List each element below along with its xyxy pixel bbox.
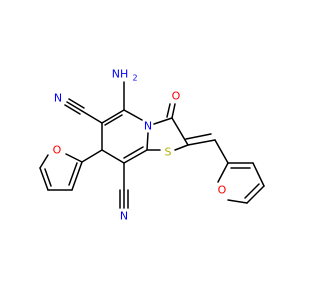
amino-subscript-text: 2	[132, 74, 137, 83]
bond-c3-o	[171, 103, 176, 119]
bond-furanR-c2-o	[217, 162, 229, 183]
bond-furanL-c3-c2-double	[68, 162, 78, 186]
structure-svg: NH 2 N S O N N O O	[39, 68, 265, 223]
bond-c5-c6-double	[104, 114, 123, 126]
bond-c8a-n4	[146, 132, 149, 151]
bond-ch-furan	[214, 139, 229, 164]
bond-c5-c6	[101, 109, 125, 124]
amino-label: NH 2	[112, 68, 138, 83]
bond-c6-cn	[81, 110, 103, 124]
bond-c7-furan	[81, 149, 103, 163]
bond-c8-c8a-double	[123, 146, 144, 159]
bond-furanL-c2-o	[65, 153, 83, 163]
bond-cn-left-b	[64, 104, 81, 115]
bond-c7-c8	[101, 149, 125, 164]
bond-n4-c3	[153, 117, 173, 125]
bond-cn-left-c	[68, 98, 85, 109]
bond-furanL-c3-c2	[71, 161, 83, 191]
bond-cn-left-a	[66, 101, 83, 112]
bond-furanL-c5-c4	[39, 167, 49, 191]
molecule-diagram: NH 2 N S O N N O O	[39, 68, 265, 223]
bond-furanR-c5-c4-double	[244, 183, 260, 199]
bond-c3-c2	[171, 117, 189, 146]
bond-c2-ch-double	[185, 133, 212, 140]
nitrile-left-nitrogen-label: N	[54, 92, 62, 105]
bond-c2-ch	[187, 139, 216, 146]
bond-c3-o-double	[166, 103, 171, 118]
furan-left-oxygen-label: O	[53, 144, 62, 157]
bond-c8-c8a	[123, 149, 148, 164]
nitrile-bottom-nitrogen-label: N	[120, 210, 128, 223]
bond-furanR-c4-c3	[252, 162, 265, 187]
bond-furanL-c5-c4-double	[44, 168, 52, 187]
bond-furanR-o-c5	[227, 199, 248, 204]
bond-furanR-c5-c4	[246, 185, 265, 204]
bond-c2-s1	[174, 144, 189, 151]
amino-nh-text: NH	[112, 68, 129, 81]
ring-nitrogen-label: N	[144, 120, 152, 133]
ring-sulfur-label: S	[165, 146, 172, 159]
bond-furanL-o-c5	[39, 154, 49, 169]
furan-right-oxygen-label: O	[218, 184, 227, 197]
bond-c5-n4	[123, 109, 143, 121]
carbonyl-oxygen-label: O	[172, 90, 181, 103]
